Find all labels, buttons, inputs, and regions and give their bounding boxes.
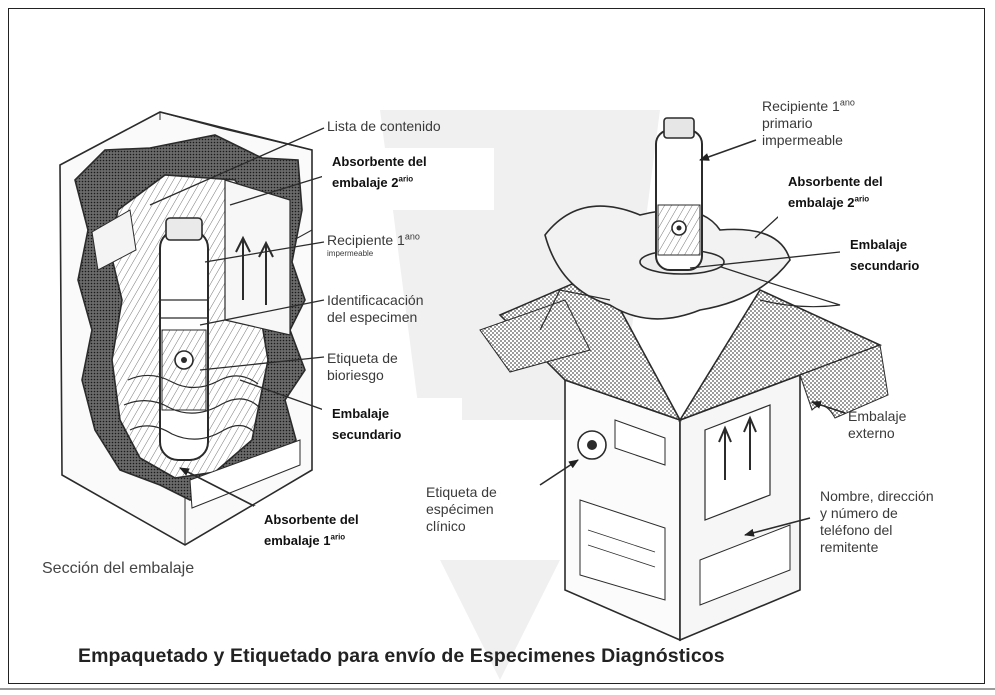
bottom-rule bbox=[0, 688, 995, 690]
right-box-drawing bbox=[479, 117, 889, 642]
left-box-drawing bbox=[59, 111, 313, 546]
left-pointers bbox=[149, 127, 325, 511]
label-seccion-embalaje: Sección del embalaje bbox=[42, 560, 195, 577]
label-recipiente-left: Recipiente 1ano impermeable bbox=[327, 231, 420, 258]
label-nombre-remitente: Nombre, dirección y número de teléfono d… bbox=[820, 488, 934, 555]
label-recipiente-right: Recipiente 1ano primario impermeable bbox=[762, 97, 855, 148]
figure-caption: Empaquetado y Etiquetado para envío de E… bbox=[78, 645, 725, 667]
label-lista-contenido: Lista de contenido bbox=[327, 118, 441, 134]
